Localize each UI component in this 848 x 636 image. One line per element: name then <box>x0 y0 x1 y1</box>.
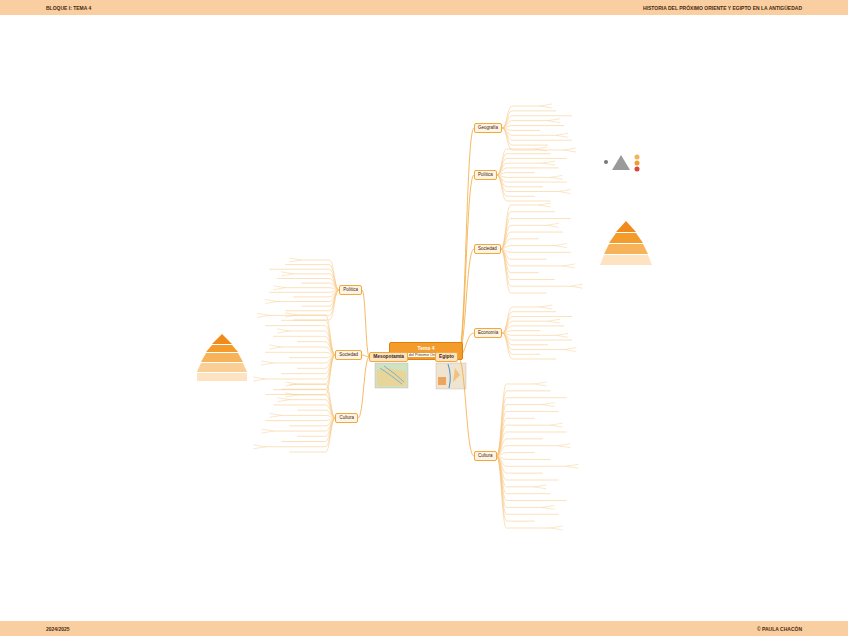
leaf-lines <box>502 305 576 359</box>
node-title: Economía <box>478 330 498 335</box>
leaf-lines <box>497 382 579 530</box>
node-title: Egipto <box>439 354 454 359</box>
sub-branch: Política <box>339 285 362 294</box>
block-label: BLOQUE I: TEMA 4 <box>46 5 91 11</box>
sub-branch: Cultura <box>335 413 358 422</box>
pyramid-right <box>600 221 652 265</box>
leaf-lines <box>497 147 571 201</box>
node-title: Política <box>478 172 493 177</box>
branch-connector <box>458 357 474 456</box>
node-title: Mesopotamia <box>373 354 404 359</box>
sub-branch: Sociedad <box>335 350 362 359</box>
leaf-lines <box>501 203 583 293</box>
node-title: Geografía <box>478 125 498 130</box>
author-credit: © PAULA CHACÓN <box>757 626 802 632</box>
leaf-lines <box>257 258 339 320</box>
branch-connector <box>362 290 369 357</box>
sub-branch: Sociedad <box>474 244 501 253</box>
node-title: Sociedad <box>478 246 497 251</box>
node-title: Política <box>343 287 358 292</box>
sub-branch: Política <box>474 170 497 179</box>
node-title: Tema 4 <box>394 345 458 351</box>
course-year: 2024/2025 <box>46 626 70 632</box>
node-title: Cultura <box>478 453 493 458</box>
branch-connector <box>458 175 474 357</box>
leaf-lines <box>253 382 335 452</box>
small-pyramid <box>604 155 640 172</box>
node-title: Sociedad <box>339 352 358 357</box>
footer-bar <box>0 621 848 636</box>
leaf-lines <box>253 313 335 397</box>
branch-connector <box>358 357 369 418</box>
sub-branch: Geografía <box>474 123 502 132</box>
map-mesopotamia <box>375 363 408 388</box>
branch-connector <box>458 128 474 357</box>
branch-connector <box>458 249 474 357</box>
sub-branch: Cultura <box>474 451 497 460</box>
leaf-lines <box>502 104 576 152</box>
page-title: HISTORIA DEL PRÓXIMO ORIENTE Y EGIPTO EN… <box>643 5 802 11</box>
main-branch: Mesopotamia <box>369 352 408 362</box>
branch-connector <box>362 355 369 357</box>
sub-branch: Economía <box>474 328 502 337</box>
main-branch: Egipto <box>435 352 458 362</box>
node-title: Cultura <box>339 415 354 420</box>
pyramid-left <box>197 334 247 381</box>
